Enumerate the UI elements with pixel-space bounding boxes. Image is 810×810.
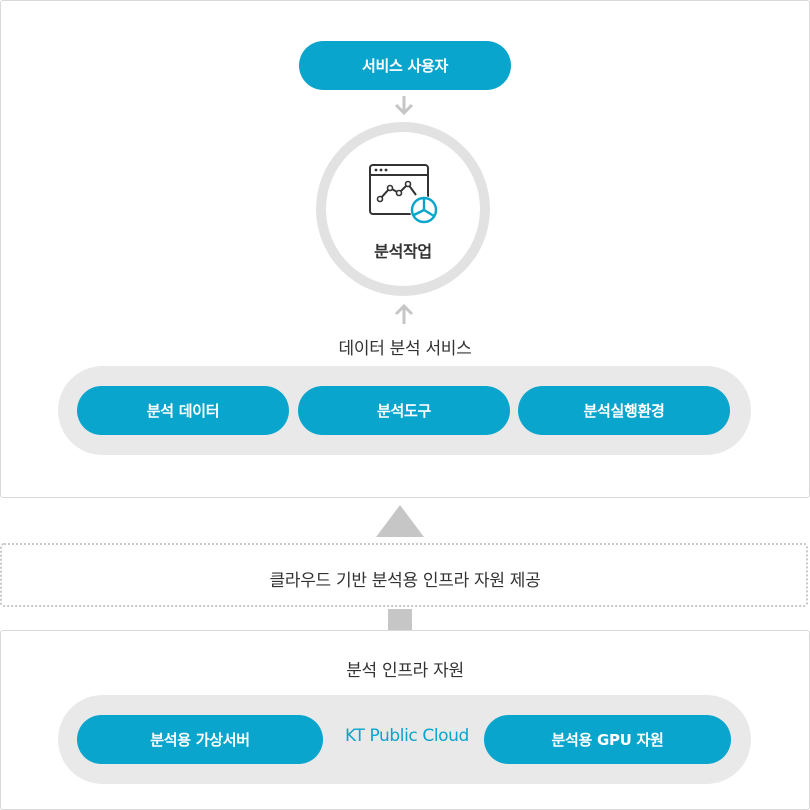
data-analysis-service-title: 데이터 분석 서비스 <box>338 339 472 359</box>
analytics-chart-icon <box>369 164 438 224</box>
analysis-tools-pill: 분석도구 <box>298 386 510 435</box>
arrow-down-icon <box>394 96 414 116</box>
virtual-server-pill: 분석용 가상서버 <box>77 715 323 764</box>
analysis-work-circle <box>326 132 480 286</box>
gpu-resource-pill: 분석용 GPU 자원 <box>484 715 731 764</box>
service-users-pill: 서비스 사용자 <box>299 41 511 90</box>
arrow-up-large-icon <box>376 505 424 631</box>
analysis-work-label: 분석작업 <box>374 242 432 261</box>
kt-public-cloud-label: KT Public Cloud <box>345 726 469 746</box>
analysis-data-pill: 분석 데이터 <box>77 386 289 435</box>
infra-title: 분석 인프라 자원 <box>346 661 464 681</box>
analysis-runtime-pill: 분석실행환경 <box>518 386 730 435</box>
cloud-infra-caption: 클라우드 기반 분석용 인프라 자원 제공 <box>269 571 541 591</box>
arrow-up-icon <box>394 303 414 324</box>
cloud-infra-caption-box <box>0 543 808 607</box>
